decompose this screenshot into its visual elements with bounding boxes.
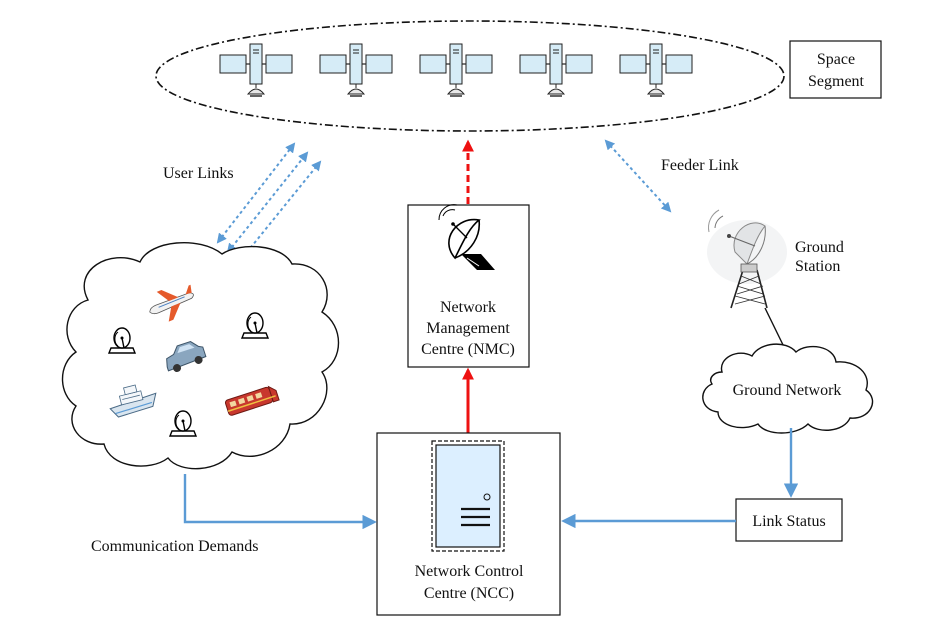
satellite-icon <box>319 43 393 97</box>
nmc-label-2: Management <box>426 320 510 337</box>
satellite-icon <box>419 43 493 97</box>
space-segment-label-2: Segment <box>808 73 865 90</box>
satellite-icon <box>219 43 293 97</box>
user-links-arrows <box>216 142 322 264</box>
ground-network-cloud <box>702 343 874 434</box>
antenna-tower-icon <box>707 209 787 309</box>
server-icon <box>431 440 505 552</box>
train-icon <box>224 385 280 416</box>
ground-station-label-1: Ground <box>795 239 844 256</box>
link-status-box <box>735 498 843 542</box>
ncc-label-2: Centre (NCC) <box>424 585 514 602</box>
satellite-dish-icon <box>438 204 495 270</box>
communication-demands-label: Communication Demands <box>91 538 259 555</box>
space-segment-box <box>789 40 882 99</box>
ground-network-label: Ground Network <box>733 382 842 399</box>
space-segment-orbit <box>155 20 785 132</box>
satellite-icon <box>519 43 593 97</box>
space-segment-label-1: Space <box>817 51 855 68</box>
car-icon <box>166 340 207 373</box>
nmc-label-1: Network <box>440 299 496 316</box>
user-links-label: User Links <box>163 165 234 182</box>
satellite-group <box>219 43 693 97</box>
satellite-icon <box>619 43 693 97</box>
airplane-icon <box>149 284 194 322</box>
ground-station-label-2: Station <box>795 258 840 275</box>
nmc-label-3: Centre (NMC) <box>421 341 515 358</box>
feeder-link-arrow <box>604 139 672 213</box>
link-status-label: Link Status <box>752 513 825 530</box>
feeder-link-label: Feeder Link <box>661 157 739 174</box>
ncc-label-1: Network Control <box>415 563 524 580</box>
ship-icon <box>109 384 157 418</box>
communication-demands-arrow <box>183 474 377 530</box>
